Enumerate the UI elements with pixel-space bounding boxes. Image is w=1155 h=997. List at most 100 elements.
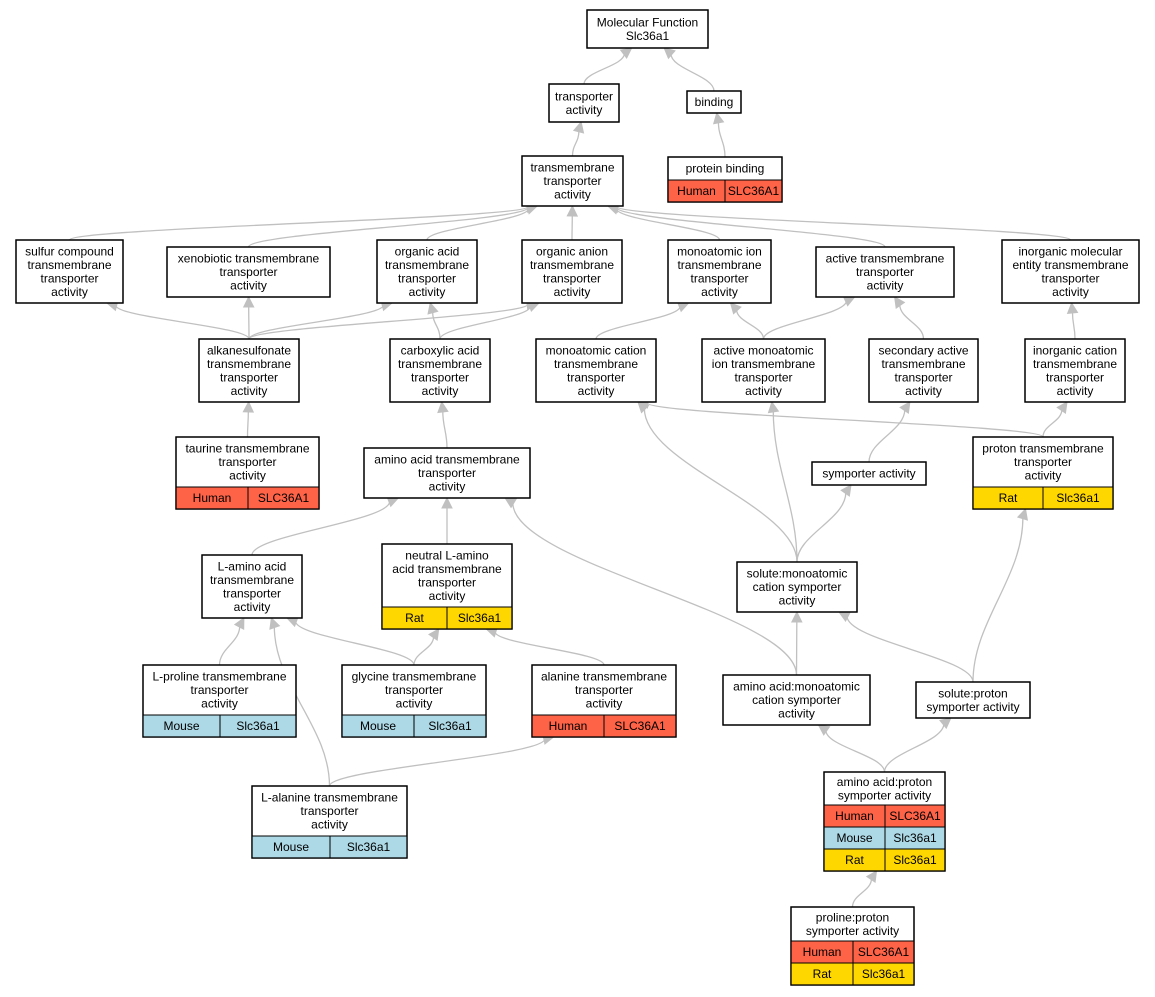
node-label-line: alanine transmembrane [541,670,667,684]
species-label: Mouse [273,840,309,854]
node-label-line: solute:proton [938,686,1007,700]
node-label-line: taurine transmembrane [185,442,309,456]
edge-solute-proton-to-proton-tm [972,507,1029,683]
node-label-line: activity [311,818,348,832]
node-label-line: transporter [856,265,914,279]
node-organic-acid[interactable]: organic acidtransmembranetransporteracti… [376,239,478,304]
edge-line [512,502,798,676]
node-monoatomic-cation[interactable]: monoatomic cationtransmembranetransporte… [535,338,657,403]
gene-label: SLC36A1 [728,184,780,198]
species-label: Human [835,809,874,823]
gene-label: Slc36a1 [893,831,937,845]
edge-amino-acid-proton-to-solute-proton [883,717,952,773]
node-label-line: transporter [575,683,633,697]
arrowhead-icon [242,295,255,308]
node-border [1001,239,1140,304]
node-box [736,561,858,613]
edge-line [796,492,847,563]
node-label-line: activity [422,384,459,398]
edge-line [115,304,250,340]
node-border [548,83,620,123]
node-secondary-active[interactable]: secondary activetransmembranetransporter… [868,338,979,403]
node-label-line: activity [867,279,904,293]
node-label-line: neutral L-amino [405,548,489,562]
node-border [667,156,783,203]
node-label-line: activity [429,589,466,603]
node-label-line: transporter [418,466,476,480]
node-inorganic-cation[interactable]: inorganic cationtransmembranetransporter… [1024,338,1126,403]
node-border [722,674,871,726]
arrowhead-icon [899,401,911,414]
node-border [251,785,408,859]
node-label-line: proton transmembrane [982,442,1104,456]
node-label-line: amino acid:proton [837,775,932,789]
node-sulfur-compound[interactable]: sulfur compoundtransmembranetransportera… [15,239,124,304]
node-organic-anion[interactable]: organic aniontransmembranetransporteract… [521,239,623,304]
node-label-line: symporter activity [806,924,899,938]
node-l-proline[interactable]: L-proline transmembranetransporteractivi… [142,664,297,738]
node-l-alanine[interactable]: L-alanine transmembranetransporteractivi… [251,785,408,859]
node-label-line: transporter [543,174,601,188]
arrowhead-icon [865,870,878,883]
node-border [915,681,1031,719]
node-l-amino-acid[interactable]: L-amino acidtransmembranetransporteracti… [201,554,303,619]
arrowhead-icon [1066,301,1079,314]
node-label-line: activity [1025,469,1062,483]
arrowhead-icon [427,301,439,315]
node-glycine[interactable]: glycine transmembranetransporteractivity… [341,664,487,738]
gene-label: Slc36a1 [347,840,391,854]
node-taurine[interactable]: taurine transmembranetransporteractivity… [175,436,320,510]
edge-organic-anion-to-transmembrane-transporter [566,204,579,241]
node-border [736,561,858,613]
node-label-line: transporter [411,370,469,384]
edge-alkanesulfonate-to-xenobiotic [242,295,255,340]
edge-line [431,311,441,340]
node-proton-tm[interactable]: proton transmembranetransporteractivityR… [972,436,1114,510]
node-label-line: activity [1057,384,1094,398]
node-label-line: activity [779,594,816,608]
node-label-line: activity [201,697,238,711]
node-label-line: transporter [219,265,277,279]
edge-neutral-l-amino-to-amino-acid-tm [441,496,453,544]
node-label-line: activity [566,103,603,117]
node-alkanesulfonate[interactable]: alkanesulfonatetransmembranetransportera… [198,338,300,403]
node-alanine[interactable]: alanine transmembranetransporteractivity… [531,664,677,738]
edge-monoatomic-cation-to-monoatomic-ion [595,301,690,340]
edge-line [583,53,626,85]
node-border [201,554,303,619]
edge-sulfur-compound-to-transmembrane-transporter [68,200,539,241]
node-box [1024,338,1126,403]
node-border [521,155,624,207]
node-label-line: transporter [543,271,601,285]
node-box [701,338,826,403]
edge-protein-binding-to-binding [712,111,726,158]
edge-proton-tm-to-monoatomic-cation [636,397,1044,438]
edge-line [251,501,391,556]
node-border [790,906,915,986]
node-amino-acid-tm[interactable]: amino acid transmembranetransporteractiv… [363,447,531,499]
edge-line [571,130,580,157]
node-monoatomic-ion[interactable]: monoatomic iontransmembranetransporterac… [667,239,772,304]
edge-line [846,616,974,683]
node-label-line: transmembrane [27,258,111,272]
node-carboxylic-acid[interactable]: carboxylic acidtransmembranetransportera… [389,338,491,403]
edge-line [595,305,681,340]
node-symporter[interactable]: symporter activity [811,461,927,486]
node-binding[interactable]: binding [686,90,742,114]
edge-line [883,723,945,773]
node-xenobiotic[interactable]: xenobiotic transmembranetransporteractiv… [166,246,331,298]
